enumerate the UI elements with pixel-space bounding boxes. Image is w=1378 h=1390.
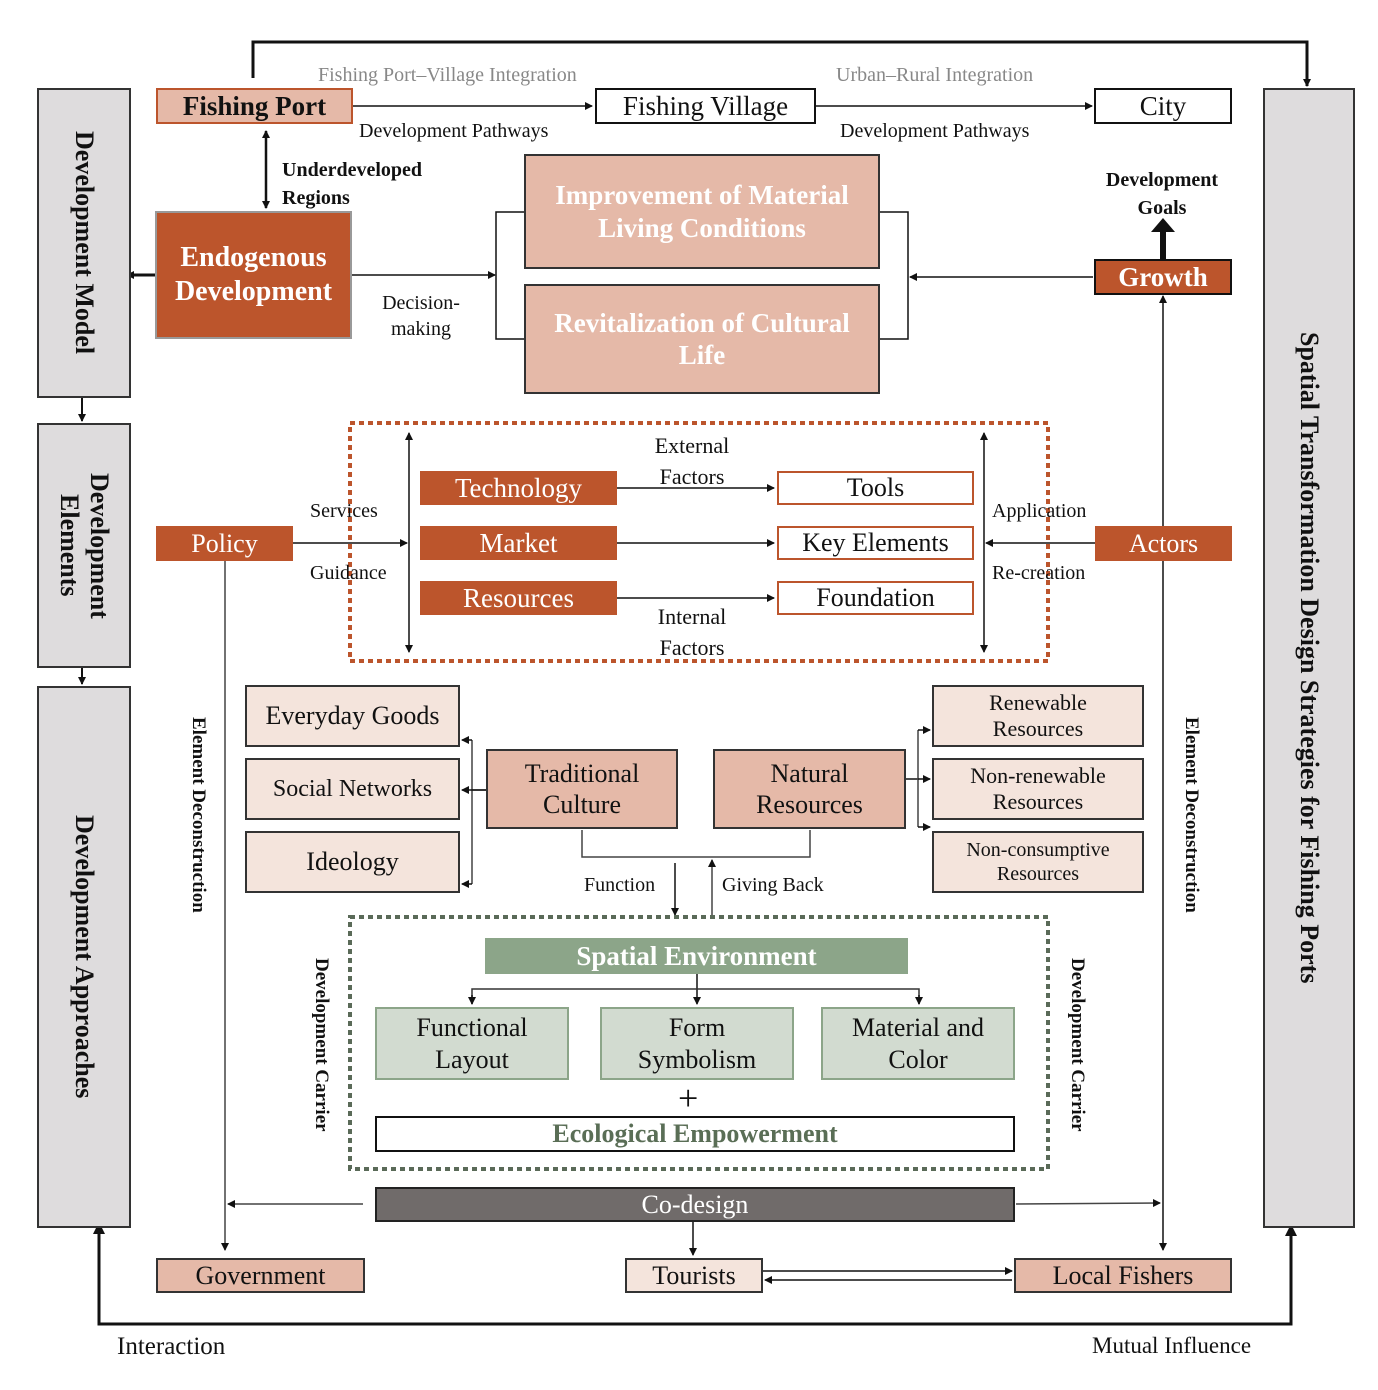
development-carrier-right: Development Carrier [1062, 935, 1092, 1155]
giving-back-label: Giving Back [722, 874, 824, 896]
tourists-node: Tourists [625, 1258, 763, 1293]
services-label: Services [310, 500, 378, 522]
actors-node: Actors [1095, 526, 1232, 561]
carrier-item: Form Symbolism [600, 1007, 794, 1080]
guidance-label: Guidance [310, 562, 387, 584]
fishing-port-node: Fishing Port [156, 88, 353, 124]
pathways-label-1: Development Pathways [359, 120, 549, 142]
fishing-village-node: Fishing Village [595, 88, 816, 124]
growth-node: Growth [1094, 259, 1232, 295]
development-model-label: Development Model [69, 131, 99, 355]
technology-node: Technology [420, 471, 617, 505]
development-goals-label: Development Goals [1105, 169, 1219, 219]
natural-resources-node: Natural Resources [713, 749, 906, 829]
development-elements-column: Development Elements [37, 423, 131, 668]
left-bracket [495, 211, 524, 340]
spatial-strategies-column: Spatial Transformation Design Strategies… [1263, 88, 1355, 1228]
decision-making-label: Decision-making [382, 292, 460, 340]
carrier-item: Material and Color [821, 1007, 1015, 1080]
resource-item: Renewable Resources [932, 685, 1144, 747]
spatial-environment-node: Spatial Environment [485, 938, 908, 974]
development-carrier-left: Development Carrier [306, 935, 336, 1155]
pathways-label-2: Development Pathways [840, 120, 1030, 142]
carrier-item: Functional Layout [375, 1007, 569, 1080]
local-fishers-node: Local Fishers [1014, 1258, 1232, 1293]
resource-item: Non-renewable Resources [932, 758, 1144, 820]
element-deconstruction-right: Element Deconstruction [1176, 690, 1206, 940]
market-node: Market [420, 526, 617, 560]
right-bracket [880, 211, 909, 340]
interaction-label: Interaction [117, 1333, 226, 1360]
key-elements-node: Key Elements [777, 526, 974, 560]
culture-item: Social Networks [245, 758, 460, 820]
development-approaches-column: Development Approaches [37, 686, 131, 1228]
recreation-label: Re-creation [992, 562, 1086, 584]
internal-factors-label: Internal Factors [657, 604, 727, 660]
integration-label-1: Fishing Port–Village Integration [318, 64, 577, 86]
spatial-strategies-label: Spatial Transformation Design Strategies… [1294, 332, 1324, 984]
development-carrier-left-label: Development Carrier [310, 958, 332, 1132]
mutual-influence-label: Mutual Influence [1092, 1333, 1252, 1358]
traditional-culture-node: Traditional Culture [486, 749, 678, 829]
function-label: Function [584, 874, 656, 896]
top-loop-arrow [251, 40, 1311, 87]
carrier-dashed-frame [348, 915, 1050, 1171]
codesign-bar: Co-design [375, 1187, 1015, 1222]
integration-label-2: Urban–Rural Integration [836, 64, 1034, 86]
improvement-node: Improvement of Material Living Condition… [524, 154, 880, 269]
endogenous-development-node: Endogenous Development [155, 211, 352, 339]
development-carrier-right-label: Development Carrier [1066, 958, 1088, 1132]
city-node: City [1094, 88, 1232, 124]
development-approaches-label: Development Approaches [69, 815, 99, 1099]
bottom-loop-arrow [97, 1224, 1293, 1326]
tools-node: Tools [777, 471, 974, 505]
development-elements-label: Development Elements [55, 472, 114, 619]
application-label: Application [992, 500, 1087, 522]
ecological-empowerment-node: Ecological Empowerment [375, 1116, 1015, 1152]
plus-sign: + [678, 1078, 699, 1118]
resource-item: Non-consumptive Resources [932, 831, 1144, 893]
resources-node: Resources [420, 581, 617, 615]
foundation-node: Foundation [777, 581, 974, 615]
culture-item: Ideology [245, 831, 460, 893]
revitalization-node: Revitalization of Cultural Life [524, 284, 880, 394]
element-deconstruction-left-label: Element Deconstruction [187, 717, 209, 913]
government-node: Government [156, 1258, 365, 1293]
underdeveloped-label: Underdeveloped Regions [282, 159, 422, 209]
culture-item: Everyday Goods [245, 685, 460, 747]
development-model-column: Development Model [37, 88, 131, 398]
external-factors-label: External Factors [654, 433, 730, 489]
element-deconstruction-left: Element Deconstruction [183, 690, 213, 940]
policy-node: Policy [156, 526, 293, 561]
element-deconstruction-right-label: Element Deconstruction [1180, 717, 1202, 913]
